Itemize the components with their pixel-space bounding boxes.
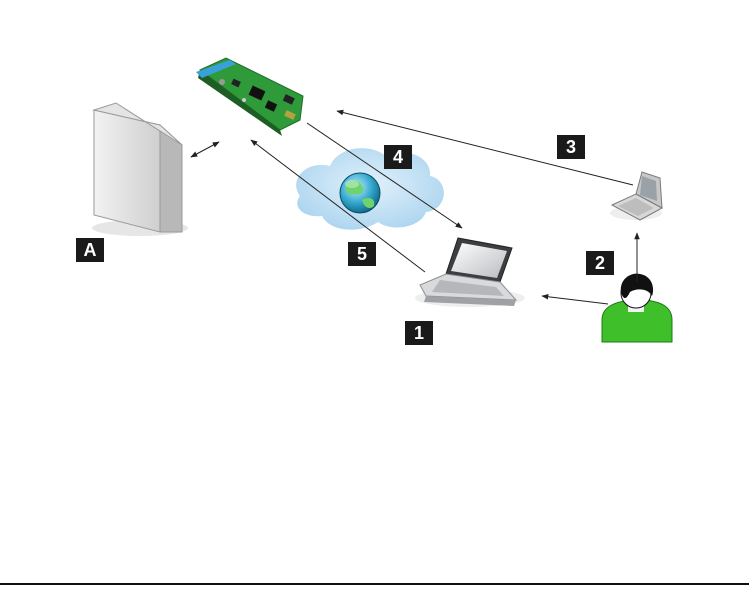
label-step-1: 1 [405,321,433,345]
server-tower-icon [92,103,188,236]
label-step-5: 5 [348,242,376,266]
label-step-4: 4 [384,145,412,169]
user-to-laptop-arrow [542,296,608,304]
user-person-icon [602,274,672,342]
circuit-board-icon [196,58,303,136]
bottom-rule [0,583,749,585]
server-card-link-arrow [191,142,219,157]
label-step-2: 2 [586,251,614,275]
globe-cloud-icon [296,148,444,230]
label-step-3: 3 [557,135,585,159]
label-server: A [76,238,104,262]
laptop-icon [415,238,525,307]
mobile-phone-icon [610,172,662,220]
